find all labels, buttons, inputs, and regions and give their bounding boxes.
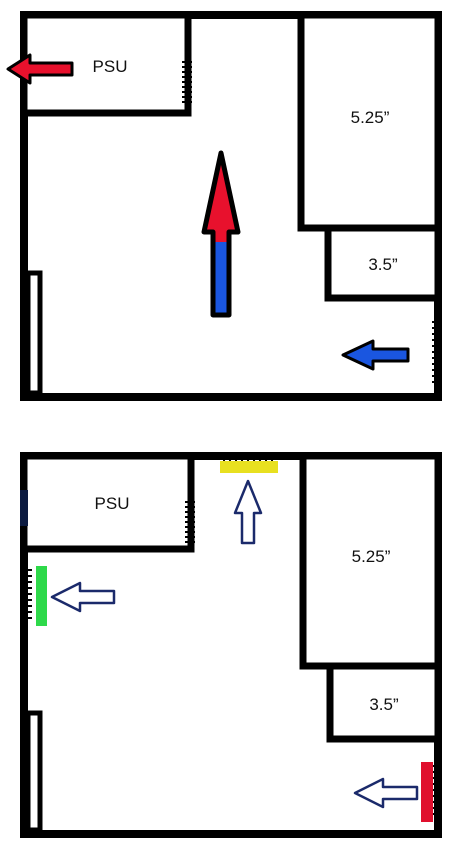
top-psu-label: PSU — [93, 57, 128, 76]
front-intake-fan — [421, 762, 433, 822]
bottom-bay-large-label: 5.25” — [352, 547, 391, 566]
bottom-bay-small-label: 3.5” — [369, 695, 399, 714]
top-bay-small — [324, 224, 442, 302]
top-psu-vent — [182, 61, 192, 103]
side-intake-fan — [36, 566, 47, 626]
bottom-bay-large — [299, 452, 442, 670]
bottom-side-vent — [20, 569, 32, 619]
intake-arrow-icon — [341, 339, 410, 371]
bottom-top-vent — [223, 452, 273, 462]
bottom-psu-rear-mark — [20, 490, 28, 526]
top-expansion-slot — [25, 270, 43, 396]
top-case-diagram: PSU 5.25” 3.5” — [6, 11, 442, 401]
bottom-expansion-slot — [25, 710, 43, 833]
top-bay-small-label: 3.5” — [368, 255, 398, 274]
top-bay-large-label: 5.25” — [351, 108, 390, 127]
rising-airflow-arrow-icon — [201, 150, 241, 318]
bottom-psu-vent — [185, 501, 195, 543]
top-bay-large — [297, 11, 442, 232]
front-intake-arrow-icon — [353, 777, 419, 809]
bottom-bay-small — [326, 662, 442, 743]
side-intake-arrow-icon — [50, 581, 116, 613]
exhaust-arrow-icon — [6, 53, 74, 85]
top-exhaust-fan — [220, 461, 278, 473]
top-front-vent — [432, 321, 442, 383]
bottom-psu-label: PSU — [95, 494, 130, 513]
bottom-case-diagram: PSU 5.25” — [20, 452, 442, 838]
top-exhaust-arrow-icon — [233, 479, 263, 545]
